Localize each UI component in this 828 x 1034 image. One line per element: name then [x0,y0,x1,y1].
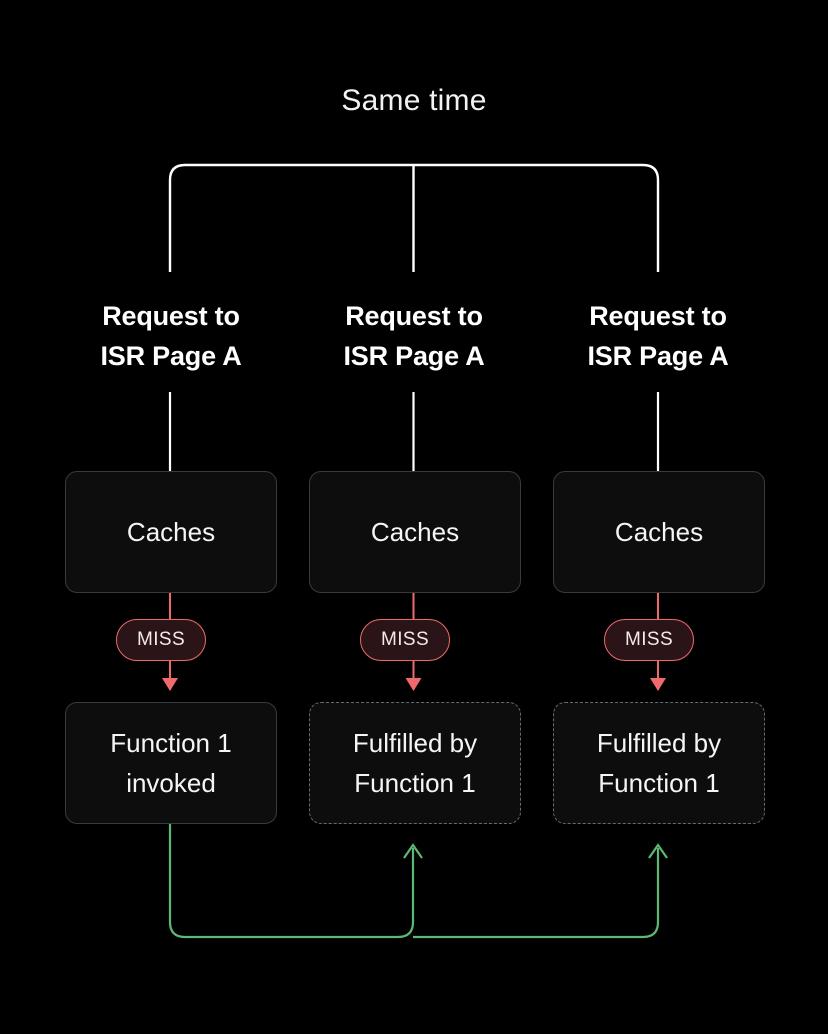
miss-badge-2-label: MISS [381,629,430,650]
same-time-bracket [168,163,660,272]
column-heading-2-line2: ISR Page A [343,341,485,371]
column-heading-2-line1: Request to [345,301,483,331]
column-heading-1-line1: Request to [102,301,240,331]
result-node-1-line1: Function 1 [110,728,232,758]
page-title: Same time [341,84,487,117]
cache-node-3[interactable]: Caches [553,471,765,593]
fulfill-arrowhead-3 [648,843,668,859]
cache-node-1[interactable]: Caches [65,471,277,593]
cache-node-3-label: Caches [614,517,704,547]
result-node-3-line1: Fulfilled by [596,728,722,758]
fulfill-path-to-column-2 [168,822,415,939]
column-heading-2: Request to ISR Page A [284,296,544,376]
column-heading-3: Request to ISR Page A [528,296,788,376]
miss-badge-2[interactable]: MISS [360,619,451,661]
column-heading-1-line2: ISR Page A [100,341,242,371]
miss-badge-3-label: MISS [625,629,674,650]
result-node-2[interactable]: Fulfilled by Function 1 [309,702,521,824]
miss-badge-1[interactable]: MISS [116,619,207,661]
cache-node-2[interactable]: Caches [309,471,521,593]
miss-arrowhead-1 [162,678,178,691]
miss-arrowhead-3 [650,678,666,691]
fulfill-arrowhead-2 [403,843,423,859]
miss-badge-3[interactable]: MISS [604,619,695,661]
result-node-3[interactable]: Fulfilled by Function 1 [553,702,765,824]
fulfill-path-to-column-3 [413,848,660,939]
column-heading-3-line2: ISR Page A [587,341,729,371]
column-heading-1: Request to ISR Page A [41,296,301,376]
cache-node-2-label: Caches [370,517,460,547]
result-node-2-line2: Function 1 [354,768,476,798]
result-node-1-line2: invoked [126,768,216,798]
column-heading-3-line1: Request to [589,301,727,331]
result-node-1[interactable]: Function 1 invoked [65,702,277,824]
cache-node-1-label: Caches [126,517,216,547]
result-node-3-line2: Function 1 [598,768,720,798]
miss-arrowhead-2 [405,678,422,691]
miss-badge-1-label: MISS [137,629,186,650]
result-node-2-line1: Fulfilled by [352,728,478,758]
